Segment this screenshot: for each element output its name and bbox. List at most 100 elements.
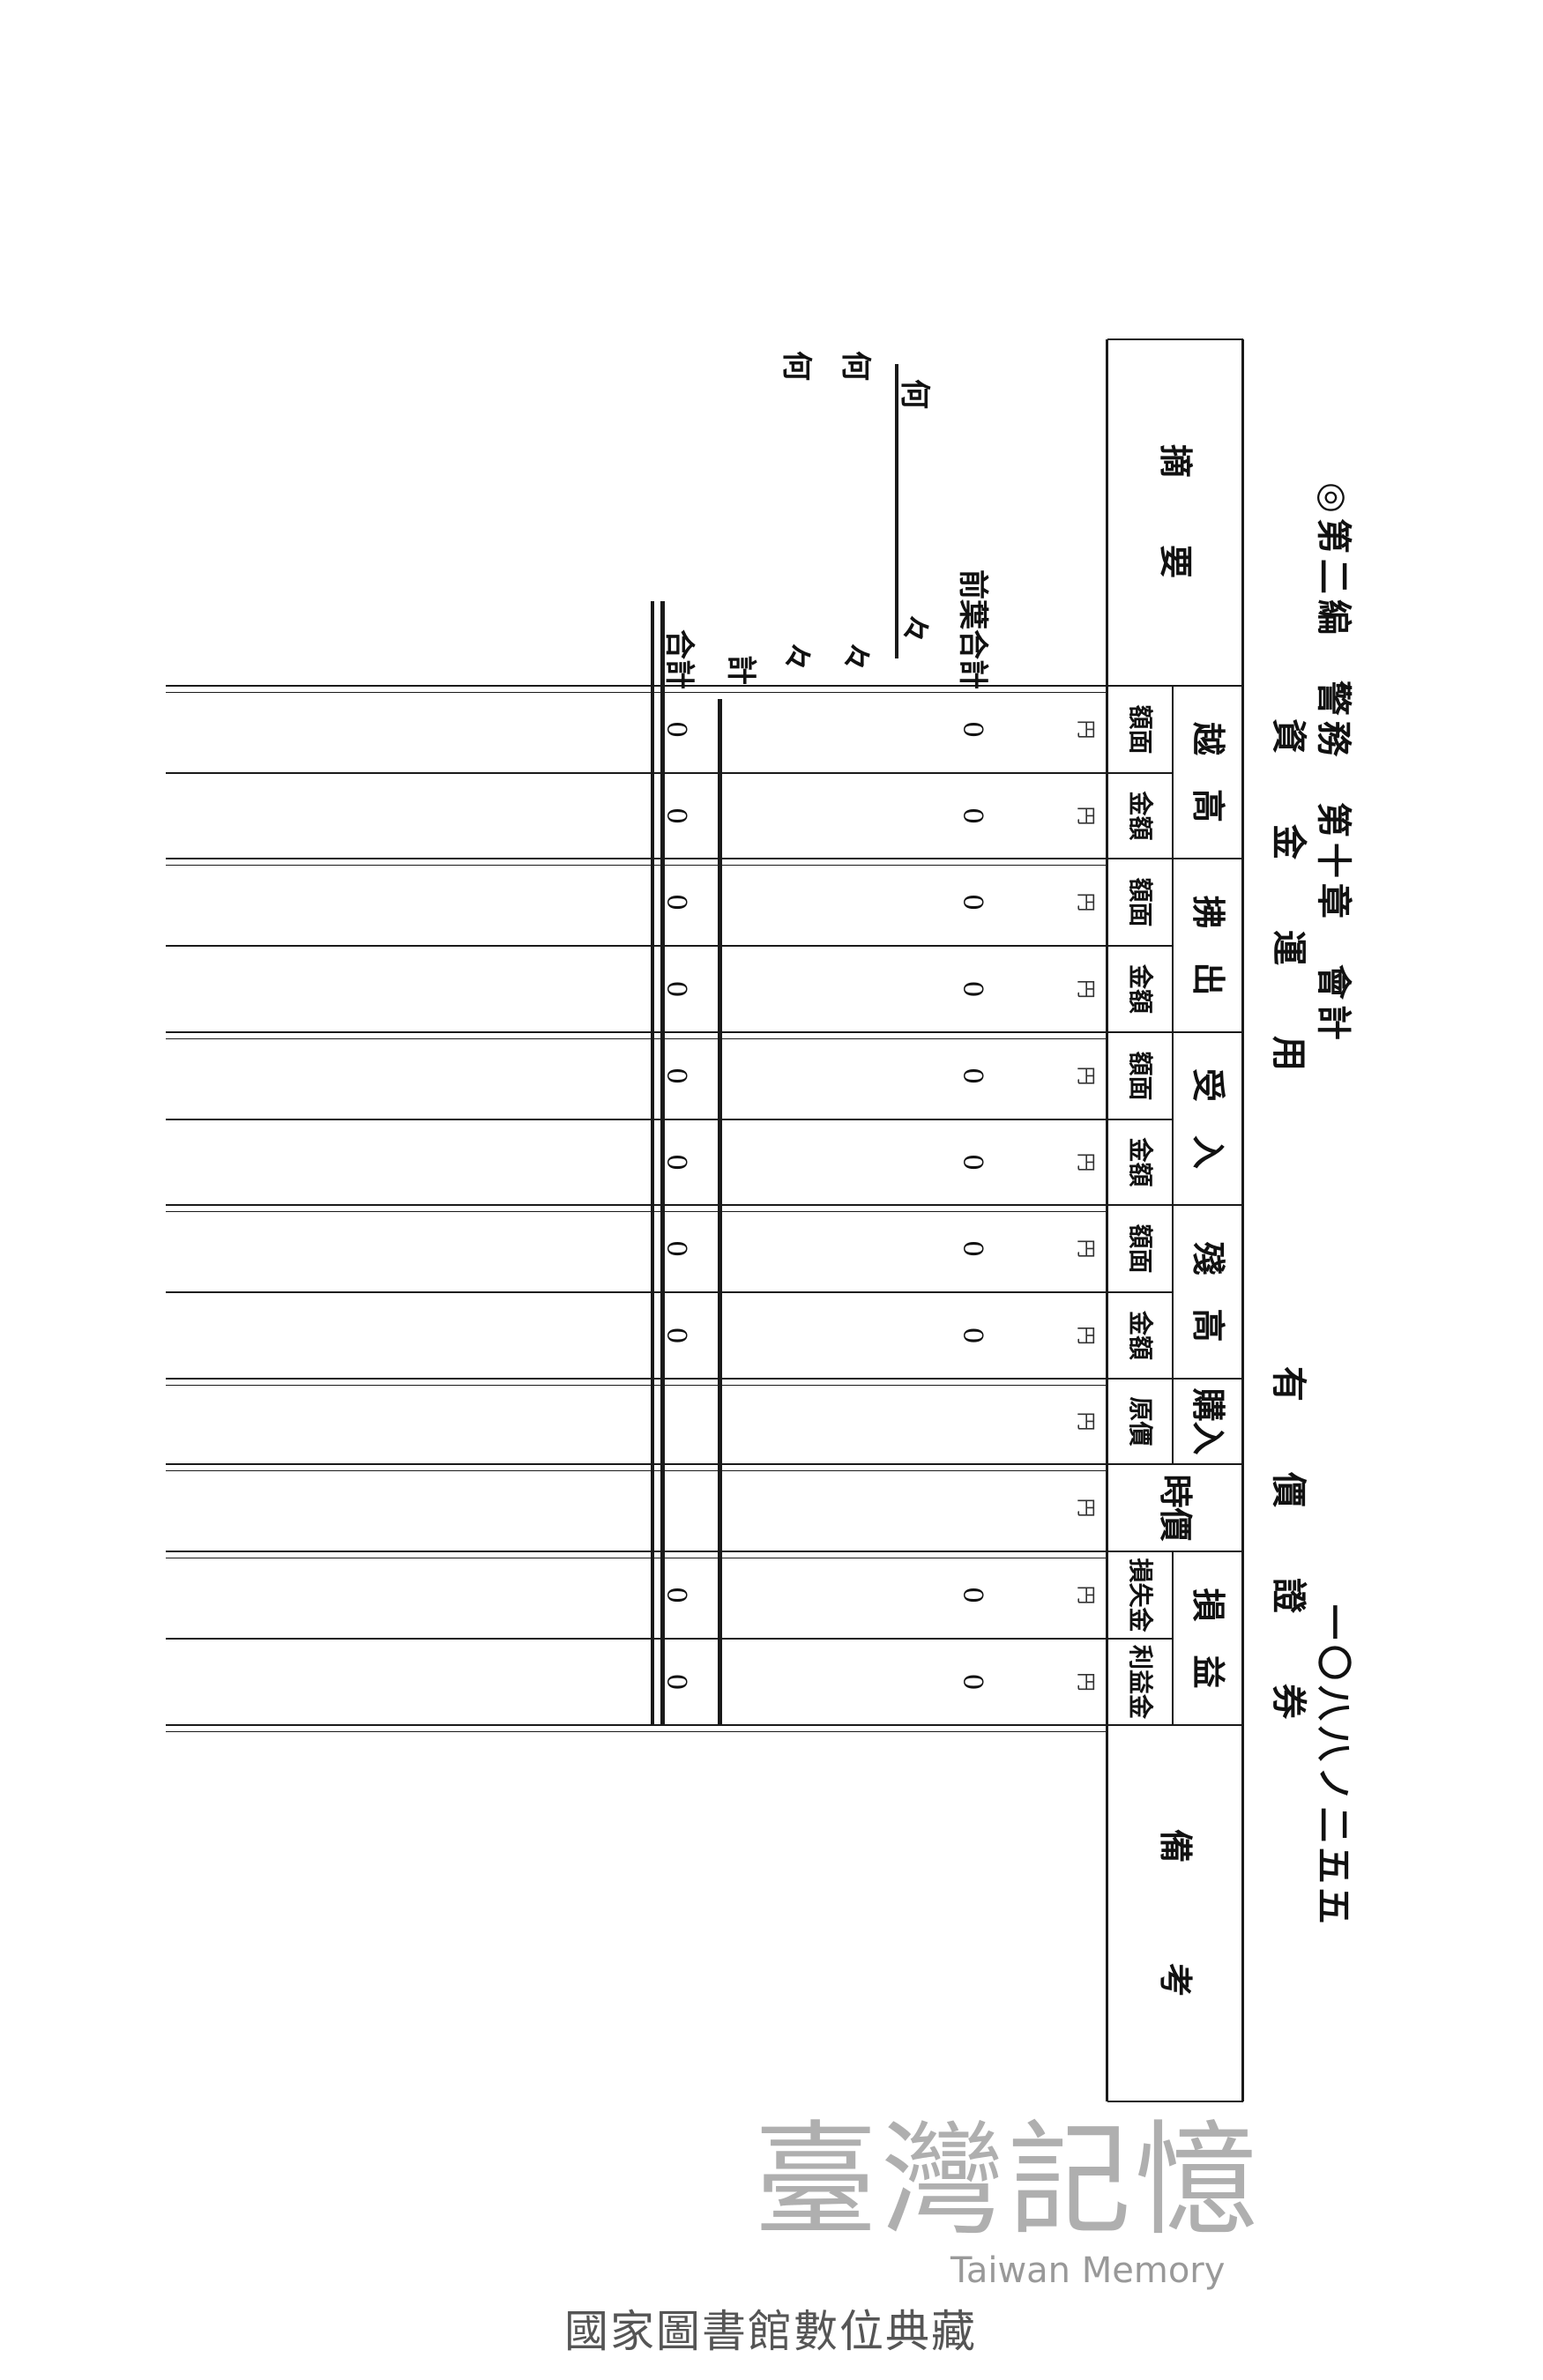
carried-total-value: 0 — [957, 1239, 988, 1258]
column-group-header: 購入 — [1189, 1387, 1228, 1455]
rule-line — [1107, 1378, 1243, 1380]
rule-line — [166, 1119, 1107, 1120]
rule-line — [166, 858, 1107, 859]
currency-unit-label: 円 — [1074, 1671, 1096, 1692]
grand-total-value: 0 — [660, 1327, 691, 1344]
rule-line — [1107, 1119, 1173, 1120]
rule-line — [166, 1210, 1107, 1212]
carried-total-value: 0 — [957, 1586, 988, 1604]
rule-line — [651, 601, 654, 1725]
rule-line — [1107, 1291, 1173, 1293]
watermark-subtext: Taiwan Memory — [950, 2250, 1226, 2291]
column-group-header: 越 高 — [1189, 721, 1228, 823]
currency-unit-label: 円 — [1074, 1325, 1096, 1346]
rule-line — [1107, 338, 1243, 340]
rule-line — [166, 1384, 1107, 1386]
rule-line — [1241, 339, 1245, 2101]
currency-unit-label: 円 — [1074, 1152, 1096, 1172]
rule-line — [1107, 2101, 1243, 2102]
entry-item-label: 何 — [779, 351, 814, 381]
carried-total-value: 0 — [957, 720, 988, 739]
column-subheader: 金額 — [1126, 1310, 1155, 1361]
grand-total-value: 0 — [660, 893, 691, 911]
rule-line — [166, 1469, 1107, 1471]
rule-line — [1172, 686, 1174, 1464]
currency-unit-label: 円 — [1074, 1238, 1096, 1259]
rule-line — [166, 1038, 1107, 1039]
column-subheader: 損失金 — [1126, 1558, 1155, 1633]
carried-total-value: 0 — [957, 1673, 988, 1691]
carried-total-label: 前葉合計 — [955, 569, 990, 689]
grand-total-label: 合計 — [661, 629, 697, 689]
column-subheader: 額面 — [1126, 1223, 1155, 1274]
carried-total-value: 0 — [957, 1327, 988, 1344]
rule-line — [1107, 1724, 1243, 1726]
rule-line — [1107, 1204, 1243, 1206]
entry-item-label: 何 — [838, 351, 873, 381]
rule-line — [166, 864, 1107, 866]
entry-ditto-mark: 々 — [779, 642, 814, 672]
rule-line — [166, 1463, 1107, 1465]
grand-total-value: 0 — [660, 1239, 691, 1258]
column-subheader: 額面 — [1126, 1051, 1155, 1101]
watermark-logo: 臺灣記憶 — [754, 2109, 1263, 2253]
rule-line — [166, 772, 1107, 774]
grand-total-value: 0 — [660, 1067, 691, 1085]
form-title-securities: 有 價 證 券 — [1268, 1366, 1309, 1737]
entry-ditto-mark: 々 — [897, 614, 932, 643]
footer-archive-label: 國家圖書館數位典藏 — [564, 2306, 977, 2357]
carried-total-value: 0 — [957, 1153, 988, 1171]
grand-total-value: 0 — [660, 980, 691, 998]
column-group-header: 殘 高 — [1189, 1241, 1228, 1342]
carried-total-value: 0 — [957, 1067, 988, 1085]
carried-total-value: 0 — [957, 893, 988, 911]
currency-unit-label: 円 — [1074, 1585, 1096, 1605]
currency-unit-label: 円 — [1074, 1066, 1096, 1086]
currency-unit-label: 円 — [1074, 978, 1096, 1000]
rule-line — [166, 1204, 1107, 1206]
rule-line — [166, 1378, 1107, 1380]
currency-unit-label: 円 — [1074, 1498, 1096, 1518]
column-subheader: 金額 — [1126, 963, 1155, 1015]
grand-total-value: 0 — [660, 807, 691, 825]
column-subheader: 利益金 — [1126, 1644, 1155, 1720]
rule-line — [1107, 1031, 1243, 1033]
rule-line — [1106, 339, 1109, 2101]
grand-total-value: 0 — [660, 1153, 691, 1171]
grand-total-value: 0 — [660, 1586, 691, 1604]
remarks-header: 備 考 — [1156, 1828, 1196, 1997]
entry-item-label: 何 — [897, 379, 932, 409]
rule-line — [166, 1551, 1107, 1552]
rule-line — [166, 1031, 1107, 1033]
carried-total-value: 0 — [957, 807, 988, 825]
column-group-header: 受 入 — [1189, 1067, 1228, 1170]
currency-unit-label: 円 — [1074, 1411, 1096, 1432]
running-head: ◎第二編 警務 第十章 會計 — [1313, 482, 1354, 1045]
form-title-fund-use: 資 金 運 用 — [1268, 718, 1309, 1089]
currency-unit-label: 円 — [1074, 719, 1096, 740]
rule-line — [718, 699, 723, 1725]
rule-line — [166, 691, 1107, 693]
summary-header: 摘 要 — [1156, 443, 1196, 579]
rule-line — [1107, 772, 1173, 774]
rule-line — [1107, 1463, 1243, 1465]
currency-unit-label: 円 — [1074, 806, 1096, 826]
rule-line — [166, 1724, 1107, 1726]
grand-total-value: 0 — [660, 720, 691, 739]
currency-unit-label: 円 — [1074, 892, 1096, 912]
column-group-header: 損 益 — [1189, 1588, 1228, 1689]
rule-line — [1107, 945, 1173, 947]
grand-total-value: 0 — [660, 1673, 691, 1691]
subtotal-label: 計 — [723, 655, 758, 685]
rule-line — [1107, 858, 1243, 859]
rule-line — [1107, 1638, 1173, 1640]
entry-ditto-mark: 々 — [838, 642, 873, 672]
column-subheader: 額面 — [1126, 704, 1155, 755]
column-subheader: 金額 — [1126, 1137, 1155, 1187]
rule-line — [1107, 1551, 1243, 1552]
column-group-header: 時價 — [1156, 1474, 1196, 1542]
column-group-header: 拂 出 — [1189, 895, 1228, 996]
column-subheader: 額面 — [1126, 877, 1155, 927]
column-subheader: 原價 — [1126, 1396, 1155, 1447]
